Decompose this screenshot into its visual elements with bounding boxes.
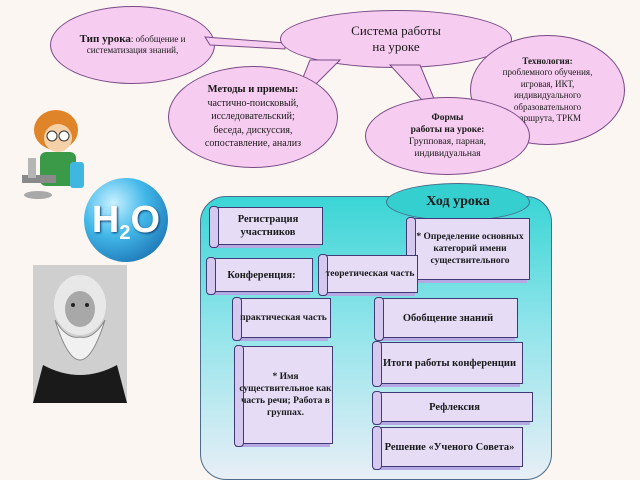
h2o-sub: 2 bbox=[119, 221, 131, 244]
step-results: Итоги работы конференции bbox=[372, 341, 523, 387]
lesson-type-label: Тип урока bbox=[79, 33, 131, 45]
course-title: Ход урока bbox=[426, 194, 490, 209]
step-reflection: Рефлексия bbox=[372, 391, 533, 425]
step-registration: Регистрация участников bbox=[209, 206, 323, 248]
h2o-h: H bbox=[91, 198, 120, 241]
step-definition: * Определение основных категорий имени с… bbox=[406, 217, 530, 283]
forms-line-2: индивидуальная bbox=[414, 149, 481, 159]
system-line1: Система работы bbox=[351, 23, 441, 38]
technology-line-2: игровая, ИКТ, bbox=[520, 78, 575, 89]
step-theory: теоретическая часть bbox=[318, 254, 418, 296]
lesson-type-text1: : обобщение и bbox=[130, 34, 186, 44]
forms-title1: Формы bbox=[431, 113, 464, 123]
step-decision: Решение «Ученого Совета» bbox=[372, 426, 523, 470]
methods-line-1: частично-поисковый, bbox=[207, 97, 299, 109]
lesson-type-text2: систематизация знаний, bbox=[86, 45, 179, 55]
technology-line-5: маршрута, ТРКМ bbox=[514, 113, 581, 123]
methods-line-2: исследовательский; bbox=[211, 111, 295, 123]
portrait-image bbox=[33, 265, 127, 403]
methods-line-3: беседа, дискуссия, bbox=[213, 124, 293, 136]
step-noun: * Имя существительное как часть речи; Ра… bbox=[234, 345, 333, 447]
forms-bubble: Формы работы на уроке: Групповая, парная… bbox=[365, 97, 530, 175]
technology-title: Технология: bbox=[522, 55, 573, 66]
step-practice: практическая часть bbox=[232, 297, 331, 341]
h2o-o: O bbox=[130, 198, 161, 241]
step-generalization: Обобщение знаний bbox=[374, 297, 518, 341]
course-title-tab: Ход урока bbox=[386, 183, 530, 221]
scientist-cartoon-image bbox=[22, 110, 84, 199]
system-bubble: Система работы на уроке bbox=[280, 10, 512, 68]
technology-line-3: индивидуального bbox=[513, 90, 581, 100]
step-conference: Конференция: bbox=[206, 257, 313, 295]
connector-arrow-left bbox=[204, 36, 286, 50]
methods-line-4: сопоставление, анализ bbox=[204, 138, 302, 150]
forms-line-1: Групповая, парная, bbox=[409, 137, 486, 147]
forms-title2: работы на уроке: bbox=[410, 125, 485, 135]
system-line2: на уроке bbox=[372, 39, 420, 54]
methods-bubble: Методы и приемы: частично-поисковый, исс… bbox=[168, 66, 338, 168]
technology-line-1: проблемного обучения, bbox=[502, 67, 593, 77]
technology-line-4: образовательного bbox=[513, 101, 582, 112]
lesson-type-bubble: Тип урока: обобщение и систематизация зн… bbox=[50, 6, 215, 84]
methods-title: Методы и приемы: bbox=[207, 84, 299, 96]
